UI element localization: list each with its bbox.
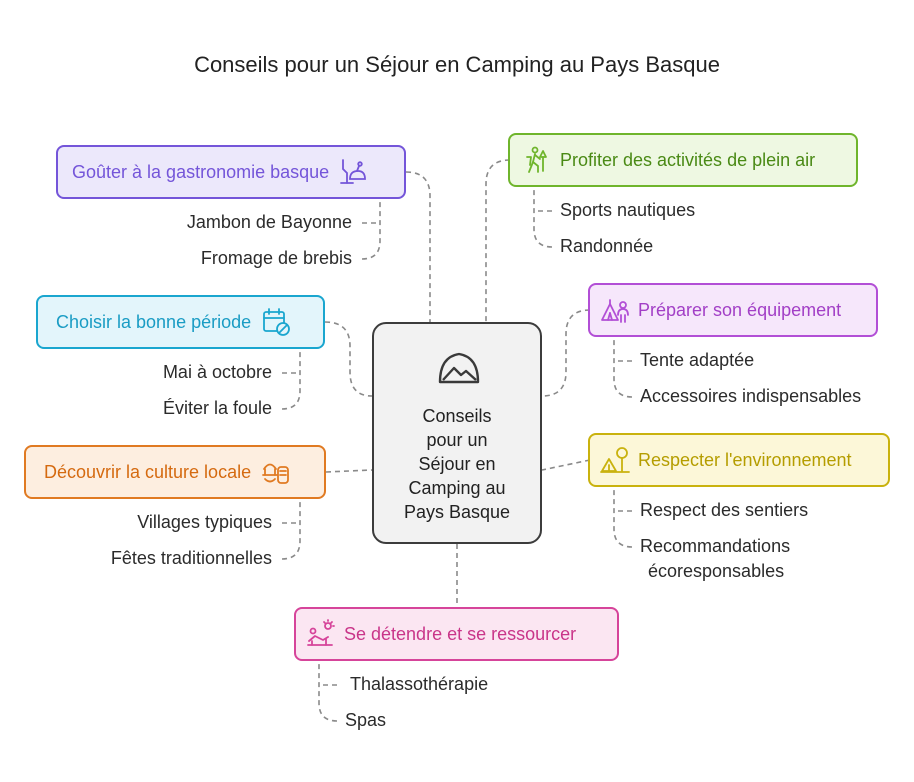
item-sports-nautiques: Sports nautiques [560, 200, 696, 220]
diagram-title: Conseils pour un Séjour en Camping au Pa… [194, 52, 720, 77]
branch-periode[interactable]: Choisir la bonne période [36, 295, 325, 349]
branch-environnement-label: Respecter l'environnement [638, 449, 852, 470]
item-jambon: Jambon de Bayonne [186, 212, 352, 232]
branch-detente[interactable]: Se détendre et se ressourcer [294, 607, 619, 661]
relax-sun-icon [306, 619, 336, 649]
item-villages: Villages typiques [137, 512, 272, 532]
item-fetes: Fêtes traditionnelles [110, 548, 272, 568]
center-label: Conseils pour un Séjour en Camping au Pa… [403, 406, 511, 522]
branch-culture[interactable]: Découvrir la culture locale [24, 445, 326, 499]
branch-equipement-label: Préparer son équipement [638, 299, 842, 320]
center-topic[interactable]: Conseils pour un Séjour en Camping au Pa… [372, 322, 542, 544]
hiking-icon [522, 145, 552, 175]
tent-person-icon [600, 295, 630, 325]
item-randonnee: Randonnée [560, 236, 654, 256]
item-accessoires: Accessoires indispensables [640, 386, 862, 406]
tent-tree-icon [600, 445, 630, 475]
branch-environnement[interactable]: Respecter l'environnement [588, 433, 890, 487]
branch-gastronomie-label: Goûter à la gastronomie basque [72, 161, 330, 182]
item-spas: Spas [345, 710, 387, 730]
item-tente-adaptee: Tente adaptée [640, 350, 755, 370]
branch-plein-air-label: Profiter des activités de plein air [560, 149, 816, 170]
branch-periode-label: Choisir la bonne période [56, 311, 252, 332]
branch-detente-label: Se détendre et se ressourcer [344, 623, 577, 644]
item-fromage: Fromage de brebis [200, 248, 352, 268]
item-respect-sentiers: Respect des sentiers [640, 500, 809, 520]
branch-plein-air[interactable]: Profiter des activités de plein air [508, 133, 858, 187]
item-thalasso: Thalassothérapie [350, 674, 489, 694]
item-recommandations: Recommandations [640, 536, 791, 556]
item-ecoresponsables: écoresponsables [648, 561, 785, 581]
branch-gastronomie[interactable]: Goûter à la gastronomie basque [56, 145, 406, 199]
calendar-icon [261, 307, 291, 337]
culture-icon [261, 457, 291, 487]
item-eviter-foule: Éviter la foule [162, 398, 272, 418]
branch-culture-label: Découvrir la culture locale [44, 461, 252, 482]
item-mai-octobre: Mai à octobre [162, 362, 272, 382]
mountain-icon [434, 349, 484, 389]
food-plate-icon [337, 157, 367, 187]
branch-equipement[interactable]: Préparer son équipement [588, 283, 878, 337]
